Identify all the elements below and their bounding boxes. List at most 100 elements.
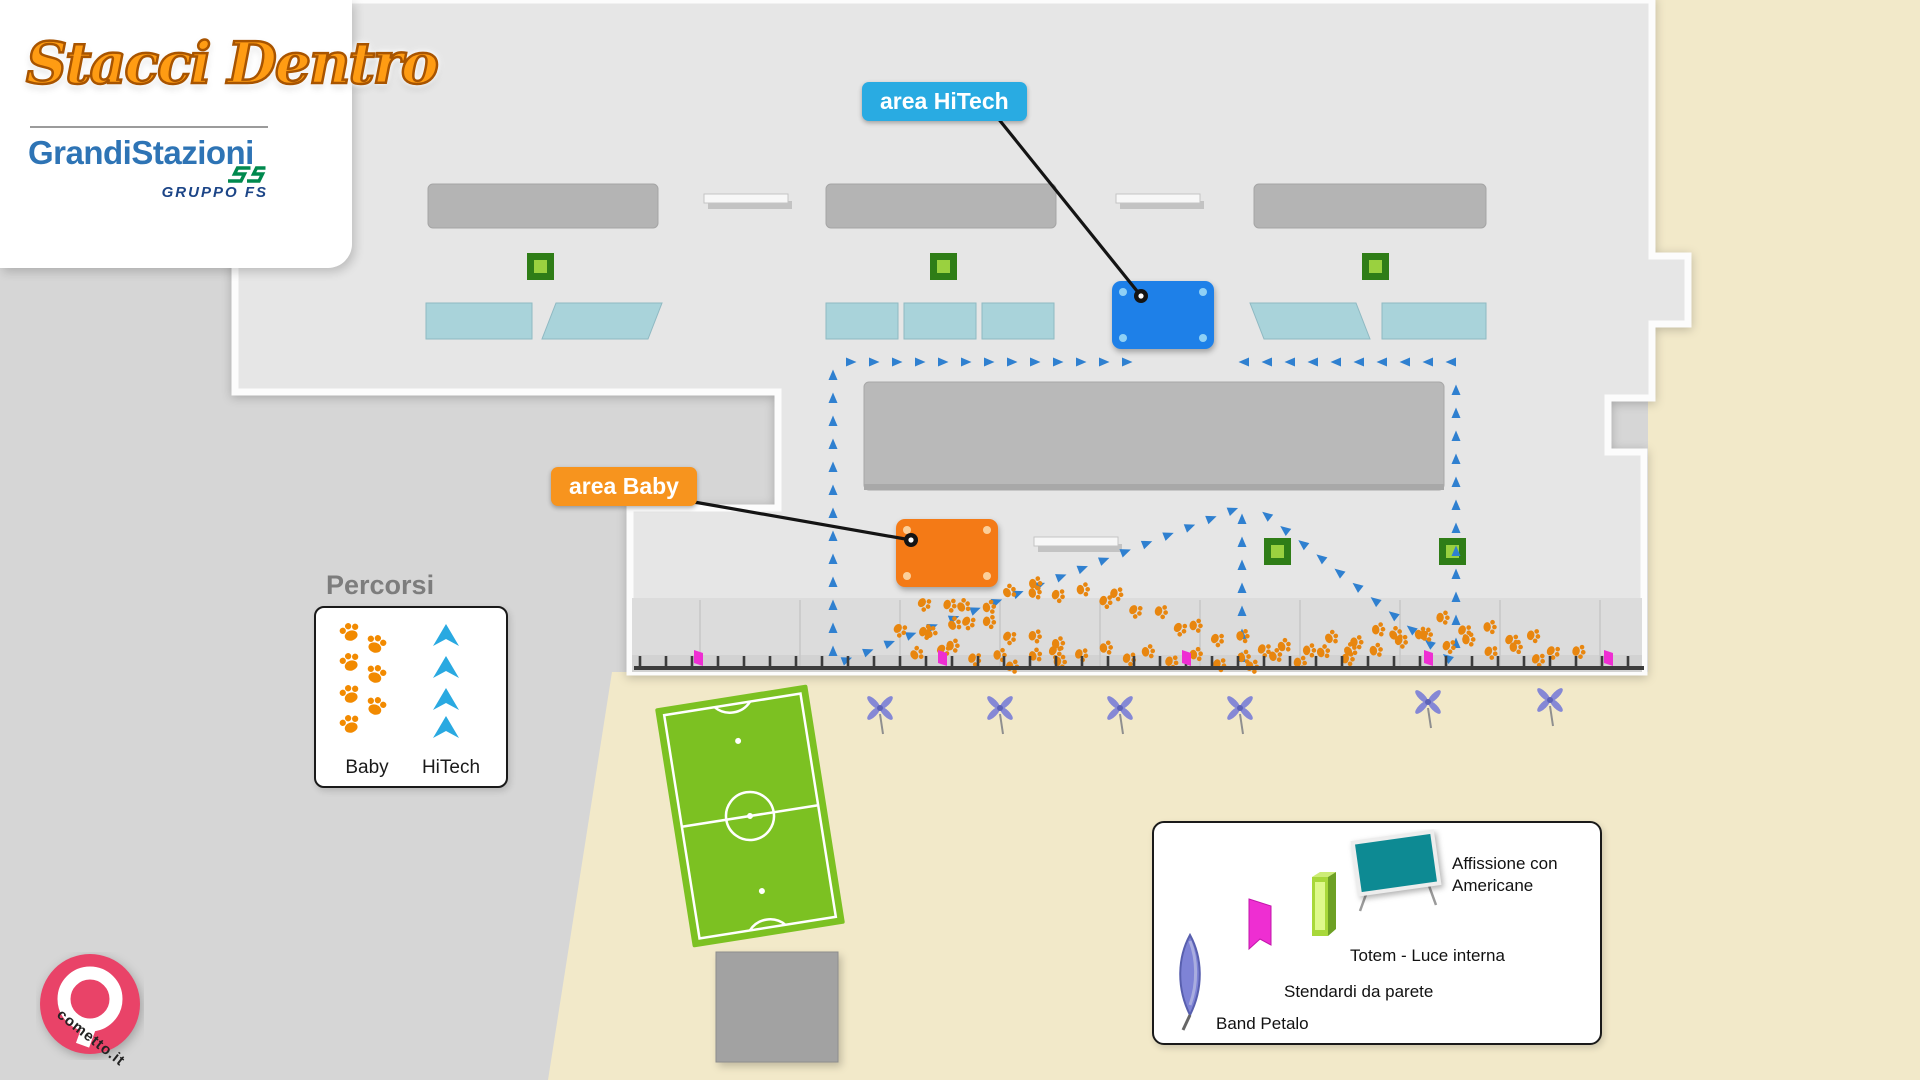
route-arrow bbox=[1205, 515, 1217, 525]
paw-print bbox=[982, 614, 997, 630]
route-arrow bbox=[1237, 559, 1247, 570]
billboard-label: Affissione con Americane bbox=[1452, 854, 1558, 896]
paw-print bbox=[1414, 626, 1429, 641]
route-arrow bbox=[1007, 357, 1018, 367]
paw-print bbox=[1484, 646, 1498, 660]
route-arrow bbox=[828, 576, 838, 587]
gruppo-fs-label: GRUPPO FS bbox=[161, 184, 268, 201]
paw-print bbox=[919, 626, 933, 640]
petal-banner-marker bbox=[1537, 688, 1563, 727]
paw-print bbox=[1003, 631, 1017, 646]
paw-prints-icon bbox=[339, 623, 387, 733]
area-hitech-zone bbox=[1112, 281, 1214, 349]
paw-print bbox=[1302, 643, 1317, 658]
billboard-icon bbox=[1350, 829, 1442, 912]
paw-print bbox=[367, 635, 387, 653]
route-arrow bbox=[1406, 625, 1418, 636]
paw-print bbox=[1237, 649, 1251, 664]
route-arrow bbox=[1451, 430, 1461, 441]
route-arrow bbox=[828, 622, 838, 633]
wall-banner-marker bbox=[1424, 650, 1433, 666]
logo-panel: Stacci Dentro GrandiStazioni GRUPPO FS bbox=[0, 0, 440, 268]
route-arrow bbox=[1076, 565, 1088, 575]
route-arrow bbox=[1376, 357, 1387, 367]
petal-banner-icon bbox=[1179, 932, 1201, 1031]
baby-route bbox=[893, 576, 1586, 674]
paw-print bbox=[1173, 622, 1188, 637]
totem-label: Totem - Luce interna bbox=[1350, 946, 1505, 965]
paw-print bbox=[339, 685, 359, 703]
platform-fence bbox=[634, 656, 1644, 670]
route-arrow bbox=[828, 507, 838, 518]
petal-banner-marker bbox=[1107, 696, 1133, 735]
route-arrow bbox=[1388, 611, 1400, 622]
route-arrow bbox=[984, 357, 995, 367]
paw-print bbox=[339, 715, 359, 733]
central-platform bbox=[863, 381, 1445, 491]
paw-print bbox=[917, 598, 932, 612]
paw-print bbox=[910, 645, 924, 660]
paw-print bbox=[1141, 644, 1156, 659]
route-arrow bbox=[1262, 511, 1274, 522]
route-arrow bbox=[1030, 357, 1041, 367]
wall-banners bbox=[694, 650, 1613, 666]
event-logo-title: Stacci Dentro bbox=[25, 29, 440, 99]
platform-structure bbox=[1253, 183, 1487, 229]
paw-print bbox=[893, 623, 908, 638]
paw-print bbox=[1462, 632, 1476, 647]
hitech-connector-line bbox=[995, 115, 1143, 298]
paw-print bbox=[993, 647, 1007, 663]
route-arrow bbox=[1334, 568, 1346, 579]
up-arrow bbox=[433, 624, 459, 646]
seating-row bbox=[825, 302, 899, 340]
paw-print bbox=[1028, 585, 1042, 600]
paw-print bbox=[1389, 625, 1403, 640]
route-arrow bbox=[1445, 357, 1456, 367]
kiosks bbox=[527, 253, 1466, 565]
route-arrow bbox=[1280, 525, 1292, 536]
route-arrow bbox=[1119, 549, 1131, 558]
route-arrow bbox=[1451, 407, 1461, 418]
paw-print bbox=[1341, 651, 1355, 667]
route-arrow bbox=[828, 438, 838, 449]
route-arrow bbox=[828, 392, 838, 403]
cometto-logo bbox=[36, 952, 144, 1065]
platform-structure bbox=[427, 183, 659, 229]
up-arrows-icon bbox=[433, 624, 459, 738]
route-arrow bbox=[1076, 357, 1087, 367]
petal-banner-marker bbox=[1415, 690, 1441, 729]
paw-print bbox=[1099, 595, 1113, 610]
petal-banner-marker bbox=[987, 696, 1013, 735]
paw-print bbox=[1051, 589, 1065, 604]
paw-print bbox=[957, 597, 971, 612]
paw-print bbox=[1076, 582, 1091, 597]
connector-endpoints bbox=[904, 289, 1148, 547]
route-arrow bbox=[869, 357, 880, 367]
paw-print bbox=[1051, 636, 1066, 651]
paw-print bbox=[1257, 644, 1271, 658]
route-arrow bbox=[1226, 507, 1239, 516]
fs-logo-icon bbox=[228, 166, 266, 183]
wall-banner-marker bbox=[1182, 650, 1191, 666]
route-arrow bbox=[969, 607, 981, 616]
paw-print bbox=[1316, 644, 1331, 659]
paw-print bbox=[1572, 644, 1586, 659]
route-arrow bbox=[1451, 591, 1461, 602]
paw-print bbox=[943, 598, 957, 613]
petal-banner-marker bbox=[1227, 696, 1253, 735]
wall-banner-marker bbox=[1604, 650, 1613, 666]
route-arrow bbox=[1451, 453, 1461, 464]
route-arrow bbox=[1099, 357, 1110, 367]
seating-row bbox=[981, 302, 1055, 340]
wall-banner-marker bbox=[938, 650, 947, 666]
route-arrow bbox=[1370, 597, 1382, 608]
route-arrow bbox=[846, 357, 857, 367]
wall-banner-marker bbox=[694, 650, 703, 666]
route-arrow bbox=[1451, 499, 1461, 510]
route-arrow bbox=[1451, 614, 1461, 625]
route-arrow bbox=[828, 461, 838, 472]
paw-print bbox=[1110, 587, 1124, 602]
paw-print bbox=[1526, 629, 1541, 644]
route-arrow bbox=[961, 357, 972, 367]
paw-print bbox=[1002, 583, 1017, 598]
